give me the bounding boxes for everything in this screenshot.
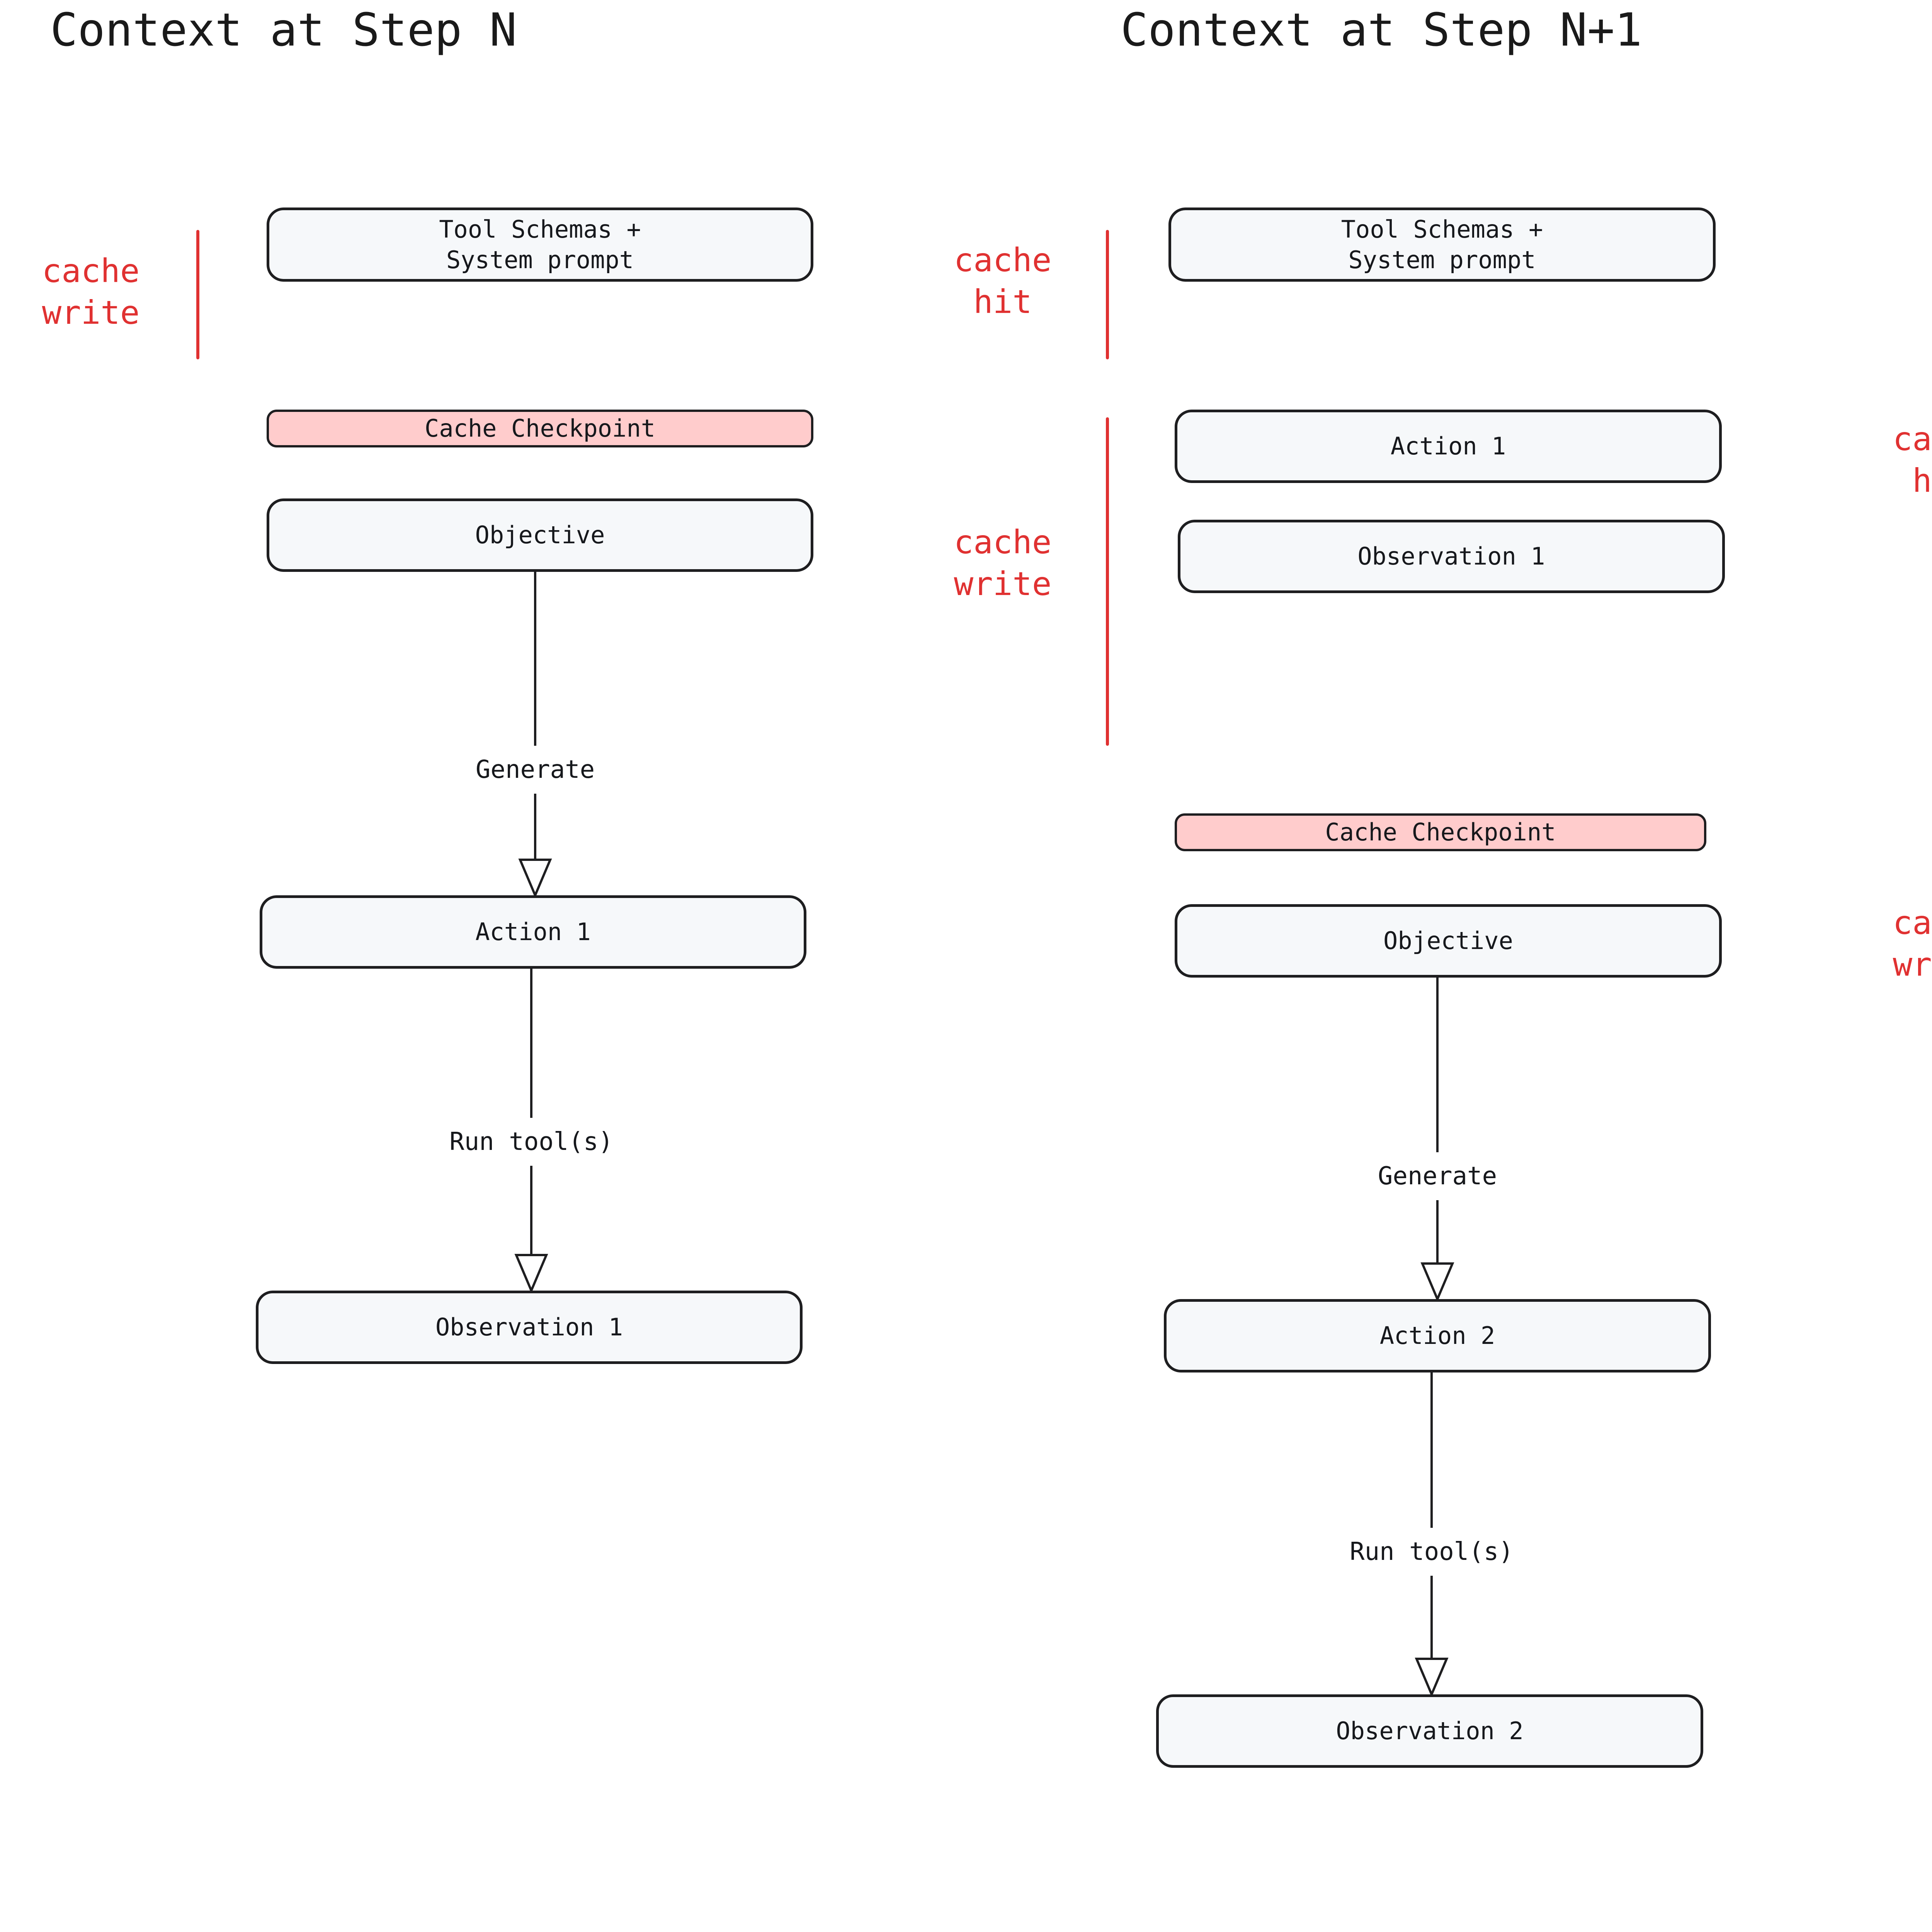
edge-label-step-n-run-tools: Run tool(s) <box>446 1129 617 1154</box>
arrowhead-step-n-plus-1-run-tools <box>1415 1658 1449 1697</box>
node-step-n-observation-1[interactable]: Observation 1 <box>256 1291 803 1364</box>
node-step-n-tool-schemas[interactable]: Tool Schemas + System prompt <box>267 207 813 282</box>
cache-write-bracket-line <box>196 230 199 359</box>
column-title-step-n: Context at Step N <box>50 3 517 56</box>
column-title-step-n-plus-1: Context at Step N+1 <box>1121 3 1642 56</box>
node-step-n-cache-checkpoint[interactable]: Cache Checkpoint <box>267 410 813 447</box>
cache-write-bracket-line <box>1106 417 1109 746</box>
cache-hit-bracket-label: cache hit <box>954 241 1052 321</box>
cache-write-bracket-label: cache write <box>42 252 140 332</box>
cache-hit-bracket-line <box>1106 230 1109 359</box>
node-step-n-objective[interactable]: Objective <box>267 498 813 572</box>
arrowhead-step-n-generate <box>518 859 552 898</box>
arrowhead-step-n-run-tools <box>514 1254 548 1294</box>
node-step-n-plus-1-observation-1[interactable]: Observation 1 <box>1178 520 1725 593</box>
node-step-n-plus-1-tool-schemas[interactable]: Tool Schemas + System prompt <box>1168 207 1716 282</box>
node-step-n-plus-1-observation-2[interactable]: Observation 2 <box>1156 1694 1703 1768</box>
cache-hit-bracket-label: cache hit <box>1893 420 1932 500</box>
edge-label-step-n-generate: Generate <box>471 757 599 782</box>
node-step-n-plus-1-cache-checkpoint[interactable]: Cache Checkpoint <box>1175 813 1706 851</box>
node-step-n-action-1[interactable]: Action 1 <box>260 895 806 969</box>
cache-write-bracket-label: cache write <box>954 523 1052 603</box>
edge-label-step-n-plus-1-generate: Generate <box>1374 1164 1501 1189</box>
node-step-n-plus-1-objective[interactable]: Objective <box>1175 904 1722 978</box>
edge-label-step-n-plus-1-run-tools: Run tool(s) <box>1346 1539 1517 1564</box>
cache-write-bracket-label: cache write <box>1893 904 1932 983</box>
node-step-n-plus-1-action-1[interactable]: Action 1 <box>1175 410 1722 483</box>
node-step-n-plus-1-action-2[interactable]: Action 2 <box>1164 1299 1711 1372</box>
arrowhead-step-n-plus-1-generate <box>1420 1262 1454 1302</box>
